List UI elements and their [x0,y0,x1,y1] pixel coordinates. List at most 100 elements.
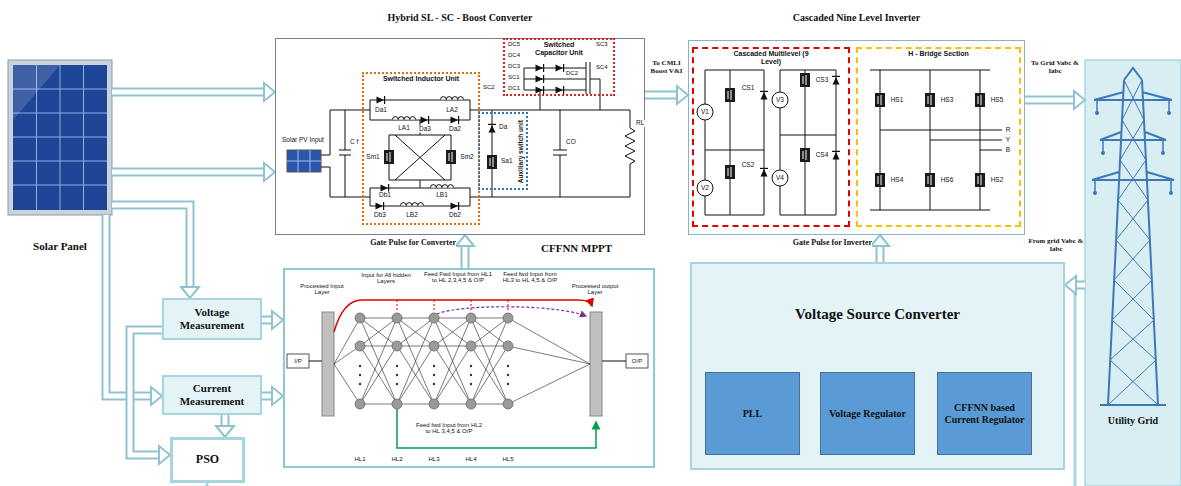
component-label: Db3 [373,212,387,219]
neural-network [392,399,402,409]
solar-panel-picture [13,65,107,210]
flow-arrow [871,235,889,262]
component-label: V2 [700,185,710,192]
arrow-head [159,446,170,464]
converter-circuit [287,150,321,172]
inverter-block: Cascaded Nine Level InverterCascaded Mul… [688,40,1025,235]
neural-network [287,354,309,368]
box-text: CFFNN based Current Regulator [938,402,1031,425]
box-text: Voltage Measurement [164,306,260,331]
flow-arrow [112,83,275,101]
neural-network [590,312,602,416]
arrow-head [216,426,234,437]
neural-network [503,313,513,323]
controller-box: CFFNN based Current Regulator [937,372,1032,455]
component-label: V1 [700,109,710,116]
component-label: R [1005,127,1012,134]
component-label: C f [349,139,359,146]
inverter-circuit [975,93,985,107]
flow-arrow [262,387,283,405]
neural-network [322,312,334,416]
converter-circuit [536,75,544,83]
flow-arrow [1065,276,1085,294]
component-label: HS5 [990,97,1005,104]
transmission-tower [1101,151,1105,155]
arrow-head [272,311,283,329]
component-label: Da2 [448,126,462,133]
network-label: I/P [293,358,302,364]
network-label: Processed Input Layer [296,283,348,296]
component-label: CS2 [741,162,756,169]
inverter-circuit [697,104,713,120]
flow-arrow [112,163,275,181]
flow-arrow [456,235,474,268]
inverter-circuit [697,180,713,196]
network-label: HL2 [390,456,403,462]
h-bridge-section: H - Bridge Section [856,47,1021,227]
neural-network [355,341,365,351]
inverter-circuit [705,70,1002,215]
flow-arrow [112,205,199,298]
neural-network [287,300,648,448]
arrow-body [878,245,883,262]
arrow-body [1025,96,1075,105]
converter-circuit [384,150,394,164]
component-label: SC2 [482,84,496,90]
arrow-body [112,205,190,288]
transmission-tower [1085,60,1181,486]
converter-circuit [556,86,564,94]
component-label: DC3 [507,63,521,69]
arrow-body [112,168,265,177]
measurement-box: Voltage Measurement [162,298,262,340]
component-label: HS2 [990,177,1005,184]
flow-arrow [1025,91,1085,109]
component-label: Da3 [418,126,432,133]
component-label: HS6 [940,177,955,184]
block-title: Cascaded Nine Level Inverter [689,12,1024,23]
flow-arrow [216,415,234,437]
component-label: Sm2 [459,154,474,161]
optimizer-box: PSO [170,437,245,483]
component-label: Y [1005,137,1011,144]
neural-network [503,341,513,351]
component-label: DC5 [507,41,521,47]
flow-arrow [262,311,283,329]
arrow-head [264,163,275,181]
inverter-circuit [800,73,810,87]
solar-panel-picture [13,65,60,120]
panel-caption: Solar Panel [8,240,112,252]
transmission-tower [1095,100,1171,192]
neural-network [429,399,439,409]
converter-circuit [536,86,544,94]
network-label: HL5 [501,456,514,462]
component-label: SC4 [595,64,609,70]
transmission-tower [1169,191,1173,195]
arrow-label: Gate Pulse for Inverter [780,239,872,248]
neural-network [355,399,365,409]
switched-inductor-unit: Switched Inductor Unit [362,72,480,225]
arrow-body [112,90,265,95]
arrow-head [181,287,199,298]
transmission-tower [1092,68,1174,405]
arrow-label: From grid Vabc & Iabc [1028,238,1084,253]
arrow-label: To Grid Vabc & Iabc [1027,60,1083,75]
component-label: RL [635,120,645,127]
component-label: Da [498,124,508,131]
neural-network [360,366,508,384]
arrow-head [264,83,275,101]
box-text: Voltage Regulator [826,408,909,420]
solar-panel-picture [13,65,107,210]
arrow-head [1065,276,1076,294]
converter-circuit [321,62,635,206]
arrow-body [461,245,470,268]
neural-network [429,341,439,351]
network-label: Feed fwd Input from HL3 to HL 4,5 & O/P [498,271,562,284]
network-label: O/P [631,358,643,364]
neural-network [429,313,439,323]
block-title: Hybrid SL - SC - Boost Converter [276,12,644,23]
converter-circuit [488,124,496,132]
grid-caption: Utility Grid [1085,415,1181,426]
component-label: Db1 [378,192,392,199]
inverter-circuit [925,173,935,187]
transmission-tower [1161,151,1165,155]
